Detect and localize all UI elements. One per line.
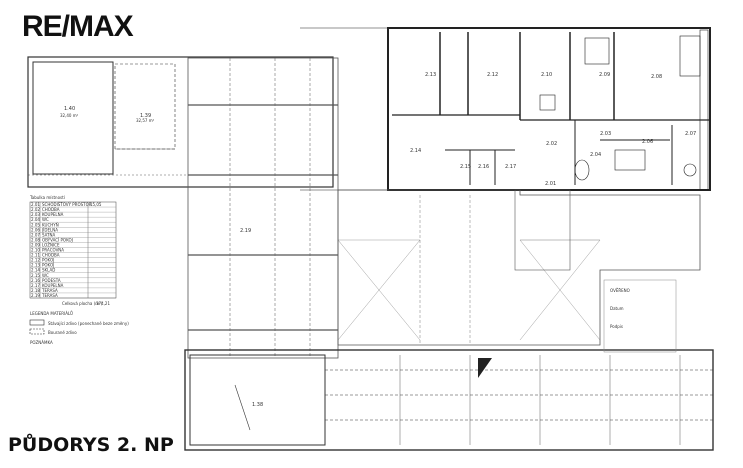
room-label: 2.10 — [541, 72, 552, 78]
table-cell-no: 2.17 — [31, 283, 40, 288]
terrace-block-left — [27, 56, 334, 188]
room-label: 2.03 — [600, 131, 611, 137]
room-area: 32,40 m² — [60, 113, 79, 118]
plan-caption: PŮDORYS 2. NP — [8, 434, 174, 456]
stamp-line-2: Datum — [610, 306, 624, 311]
room-label: 2.06 — [642, 139, 653, 145]
table-cell-no: 2.03 — [31, 212, 40, 217]
table-cell-no: 2.04 — [31, 217, 40, 222]
room-label: 2.01 — [545, 181, 556, 187]
table-cell-no: 2.12 — [31, 258, 40, 263]
remax-logo: RE/MAX — [22, 10, 134, 43]
table-total-label: Celková plocha (m²) — [62, 301, 103, 306]
table-cell-name: LOŽNICE — [42, 242, 60, 247]
table-title: Tabulka místností — [29, 195, 66, 200]
room-label: 2.17 — [505, 164, 516, 170]
notes-title: POZNÁMKA — [30, 340, 53, 345]
room-label: 2.19 — [240, 228, 251, 234]
table-cell-no: 2.11 — [31, 253, 40, 258]
room-label: 1.40 — [64, 106, 75, 112]
stamp-line-1: OVĚŘENO — [610, 288, 630, 293]
terrace-bottom-strip — [184, 349, 714, 451]
room-label: 2.04 — [590, 152, 601, 158]
table-cell-name: KOUPELNA — [42, 212, 64, 217]
room-area: 32,57 m² — [136, 118, 155, 123]
building-block-upper — [300, 27, 711, 191]
table-cell-no: 2.10 — [31, 248, 40, 253]
table-cell-no: 2.01 — [31, 202, 40, 207]
table-cell-no: 2.02 — [31, 207, 40, 212]
table-cell-name: OBÝVACÍ POKOJ — [42, 237, 73, 242]
table-cell-no: 2.18 — [31, 288, 40, 293]
table-cell-name: KOUPELNA — [42, 283, 64, 288]
room-label: 2.13 — [425, 72, 436, 78]
room-label: 2.08 — [651, 74, 662, 80]
table-cell-no: 2.07 — [31, 232, 40, 237]
table-cell-name: POKOJ — [42, 263, 54, 268]
table-cell-name: CHODBA — [42, 207, 60, 212]
room-label: 2.07 — [685, 131, 696, 137]
materials-legend-title: LEGENDA MATERIÁLŮ — [30, 311, 73, 316]
table-cell-name: CHODBA — [42, 253, 60, 258]
table-cell-name: SKLAD — [42, 268, 55, 273]
room-label: 2.16 — [478, 164, 489, 170]
table-cell-name: ŠATNA — [42, 232, 55, 237]
room-label: 2.12 — [487, 72, 498, 78]
table-cell-no: 2.06 — [31, 227, 40, 232]
table-cell-no: 2.19 — [31, 293, 40, 298]
table-cell-name: WC — [42, 273, 49, 278]
table-cell-name: KUCHYŇ — [42, 222, 59, 227]
table-cell-name: SCHODIŠŤOVÝ PROSTOR — [42, 202, 92, 207]
table-cell-area: 15,05 — [90, 202, 102, 207]
room-label: 2.09 — [599, 72, 610, 78]
materials-legend: LEGENDA MATERIÁLŮ Stávající zdivo (ponec… — [29, 311, 129, 345]
stamp-line-3: Podpis — [610, 324, 623, 329]
table-cell-no: 2.08 — [31, 237, 40, 242]
table-cell-name: PODESTA — [42, 278, 61, 283]
approval-stamp: OVĚŘENO Datum Podpis — [603, 279, 677, 353]
table-cell-name: TERASA — [41, 288, 58, 293]
table-cell-name: JÍDELNA — [41, 227, 58, 232]
table-total-value: 374,21 — [96, 301, 110, 306]
table-cell-no: 2.05 — [31, 222, 40, 227]
room-label: 2.14 — [410, 148, 421, 154]
table-cell-name: PRACOVNA — [42, 248, 64, 253]
table-cell-no: 2.09 — [31, 242, 40, 247]
table-cell-name: WC — [42, 217, 49, 222]
table-cell-no: 2.15 — [31, 273, 40, 278]
table-cell-no: 2.13 — [31, 263, 40, 268]
room-label: 2.15 — [460, 164, 471, 170]
terrace-grid-center — [187, 57, 701, 359]
table-cell-name: TERASA — [41, 293, 58, 298]
materials-legend-item: Stávající zdivo (ponechané beze změny) — [48, 321, 129, 326]
materials-legend-item: Bourané zdivo — [48, 330, 77, 335]
room-labels: 1.40 32,40 m² 1.39 32,57 m² 2.19 2.13 2.… — [60, 72, 696, 408]
room-label: 1.38 — [252, 402, 263, 408]
table-cell-no: 2.14 — [31, 268, 40, 273]
room-label: 1.39 — [140, 113, 151, 119]
room-label: 2.02 — [546, 141, 557, 147]
table-cell-name: POKOJ — [42, 258, 54, 263]
table-cell-no: 2.16 — [31, 278, 40, 283]
